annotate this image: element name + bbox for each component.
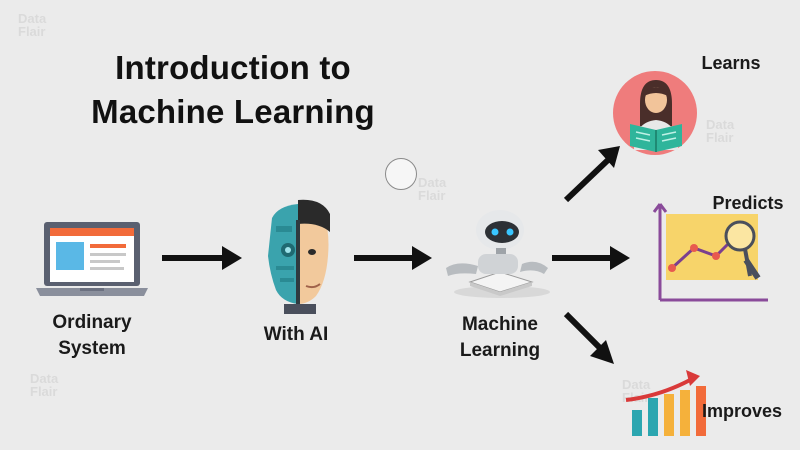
learns-label: Learns bbox=[701, 53, 761, 73]
growth-bar-chart-icon bbox=[625, 370, 706, 436]
flow-arrow-down bbox=[563, 311, 614, 364]
title-line-2: Machine Learning bbox=[91, 93, 375, 130]
flow-arrow-up bbox=[563, 146, 620, 203]
with-ai-label: With AI bbox=[263, 324, 329, 345]
improves-label: Improves bbox=[702, 401, 783, 421]
half-robot-face-icon bbox=[268, 199, 330, 314]
cursor-indicator bbox=[385, 158, 417, 190]
flow-arrow bbox=[162, 246, 242, 270]
reading-robot-icon bbox=[446, 210, 550, 298]
page-title: Introduction to Machine Learning bbox=[68, 46, 398, 134]
machine-learning-label: Machine Learning bbox=[459, 314, 541, 361]
laptop-icon bbox=[36, 222, 148, 296]
reading-woman-icon bbox=[613, 71, 697, 155]
flow-arrow bbox=[354, 246, 432, 270]
prediction-chart-icon bbox=[652, 203, 768, 302]
title-line-1: Introduction to bbox=[115, 49, 351, 86]
flow-arrow-right bbox=[552, 246, 630, 270]
predicts-label: Predicts bbox=[712, 193, 784, 213]
ordinary-system-label: Ordinary System bbox=[52, 312, 132, 359]
